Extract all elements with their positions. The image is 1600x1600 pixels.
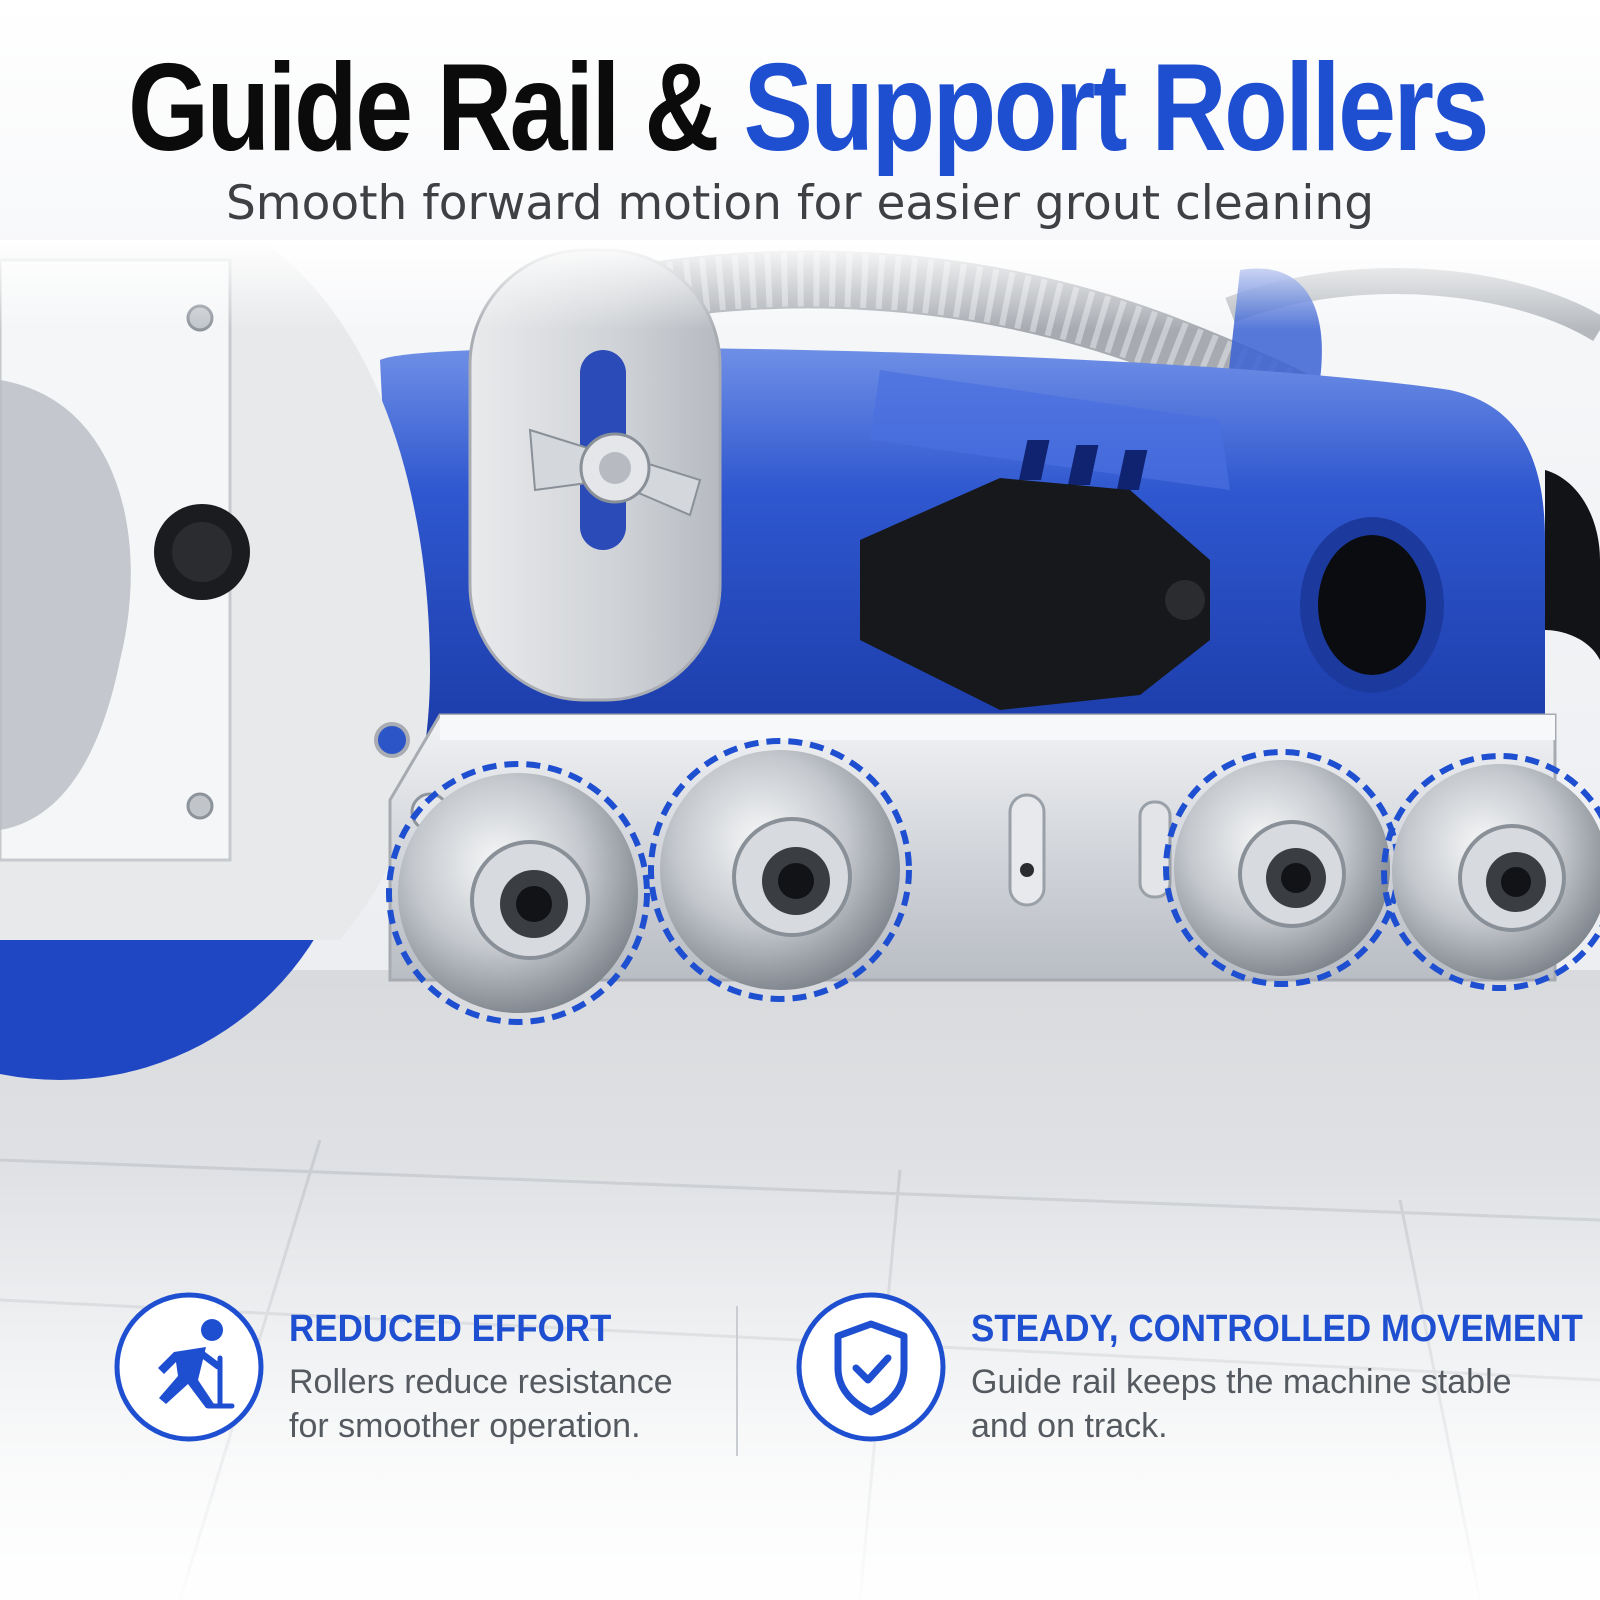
support-roller-3 [1163, 749, 1401, 987]
vent-slots [1018, 440, 1148, 490]
black-hex-cover [860, 478, 1210, 710]
feature-description-line: Rollers reduce resistance [289, 1363, 673, 1401]
subtitle: Smooth forward motion for easier grout c… [225, 176, 1375, 231]
support-roller-4 [1381, 753, 1600, 991]
feature-divider [736, 1306, 738, 1456]
support-roller-1 [386, 761, 650, 1025]
feature-steady-movement: STEADY, CONTROLLED MOVEMENT Guide rail k… [796, 1268, 1583, 1458]
feature-description: Guide rail keeps the machine stable and o… [971, 1360, 1531, 1448]
support-roller-2 [648, 738, 912, 1002]
feature-description-line: for smoother operation. [289, 1407, 641, 1445]
wingnut [528, 428, 702, 517]
feature-title: STEADY, CONTROLLED MOVEMENT [971, 1308, 1583, 1350]
feature-description-line: Guide rail keeps the machine stable [971, 1363, 1512, 1401]
headline-part-blue: Support Rollers [743, 39, 1489, 177]
headline-part-dark: Guide Rail & [128, 39, 744, 177]
shield-check-icon [796, 1292, 946, 1442]
headline: Guide Rail & Support Rollers [128, 38, 1489, 178]
feature-description-line: and on track. [971, 1407, 1168, 1445]
feature-description: Rollers reduce resistance for smoother op… [289, 1360, 849, 1448]
feature-title: REDUCED EFFORT [289, 1308, 612, 1350]
feature-reduced-effort: REDUCED EFFORT Rollers reduce resistance… [114, 1268, 674, 1458]
person-pushing-icon [114, 1292, 264, 1442]
product-photo [0, 240, 1600, 1600]
